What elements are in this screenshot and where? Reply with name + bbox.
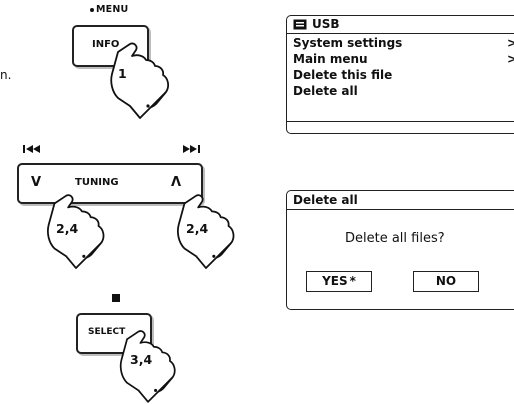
pointing-hand-icon: [110, 42, 170, 119]
delete-all-dialog: Delete all Delete all files? YES* NO: [286, 190, 514, 310]
bottom-divider: [287, 121, 514, 122]
info-button-label: INFO: [92, 39, 120, 50]
title-divider: [287, 209, 514, 210]
pointing-hand-icon: [47, 194, 105, 269]
step-number: 2,4: [186, 221, 209, 236]
no-button[interactable]: NO: [413, 271, 479, 292]
skip-back-icon: [23, 145, 40, 153]
step-number: 2,4: [56, 221, 79, 236]
dialog-title: Delete all: [293, 193, 358, 207]
tuning-up-button[interactable]: Λ: [171, 175, 182, 190]
submenu-arrow-icon: >: [507, 52, 514, 66]
tuning-down-button[interactable]: V: [31, 175, 42, 190]
tuning-rocker[interactable]: V TUNING Λ: [17, 163, 203, 204]
select-button-label: SELECT: [88, 327, 126, 337]
tuning-label: TUNING: [75, 177, 119, 188]
menu-item-delete-all[interactable]: Delete all: [293, 84, 358, 98]
usb-screen-title: USB: [312, 17, 340, 31]
menu-label: MENU: [90, 4, 128, 15]
submenu-arrow-icon: >: [507, 36, 514, 50]
yes-button-label: YES: [322, 274, 348, 288]
usb-menu-screen: USB System settings > Main menu > Delete…: [286, 15, 514, 134]
text-fragment: n.: [0, 68, 12, 82]
selected-marker-icon: *: [349, 274, 356, 288]
usb-folder-icon: [293, 19, 307, 30]
step-number: 1: [118, 66, 127, 81]
skip-forward-icon: [183, 145, 200, 153]
menu-item-main-menu[interactable]: Main menu: [293, 52, 368, 66]
yes-button[interactable]: YES*: [306, 271, 372, 292]
dialog-question: Delete all files?: [345, 231, 445, 246]
pointing-hand-icon: [177, 194, 235, 269]
title-divider: [287, 33, 514, 34]
no-button-label: NO: [435, 274, 457, 288]
menu-item-delete-this-file[interactable]: Delete this file: [293, 68, 393, 82]
pointing-hand-icon: [119, 330, 176, 403]
bullet-icon: [90, 7, 94, 12]
stop-square-icon: [112, 294, 120, 302]
menu-item-system-settings[interactable]: System settings: [293, 36, 403, 50]
step-number: 3,4: [130, 352, 153, 367]
